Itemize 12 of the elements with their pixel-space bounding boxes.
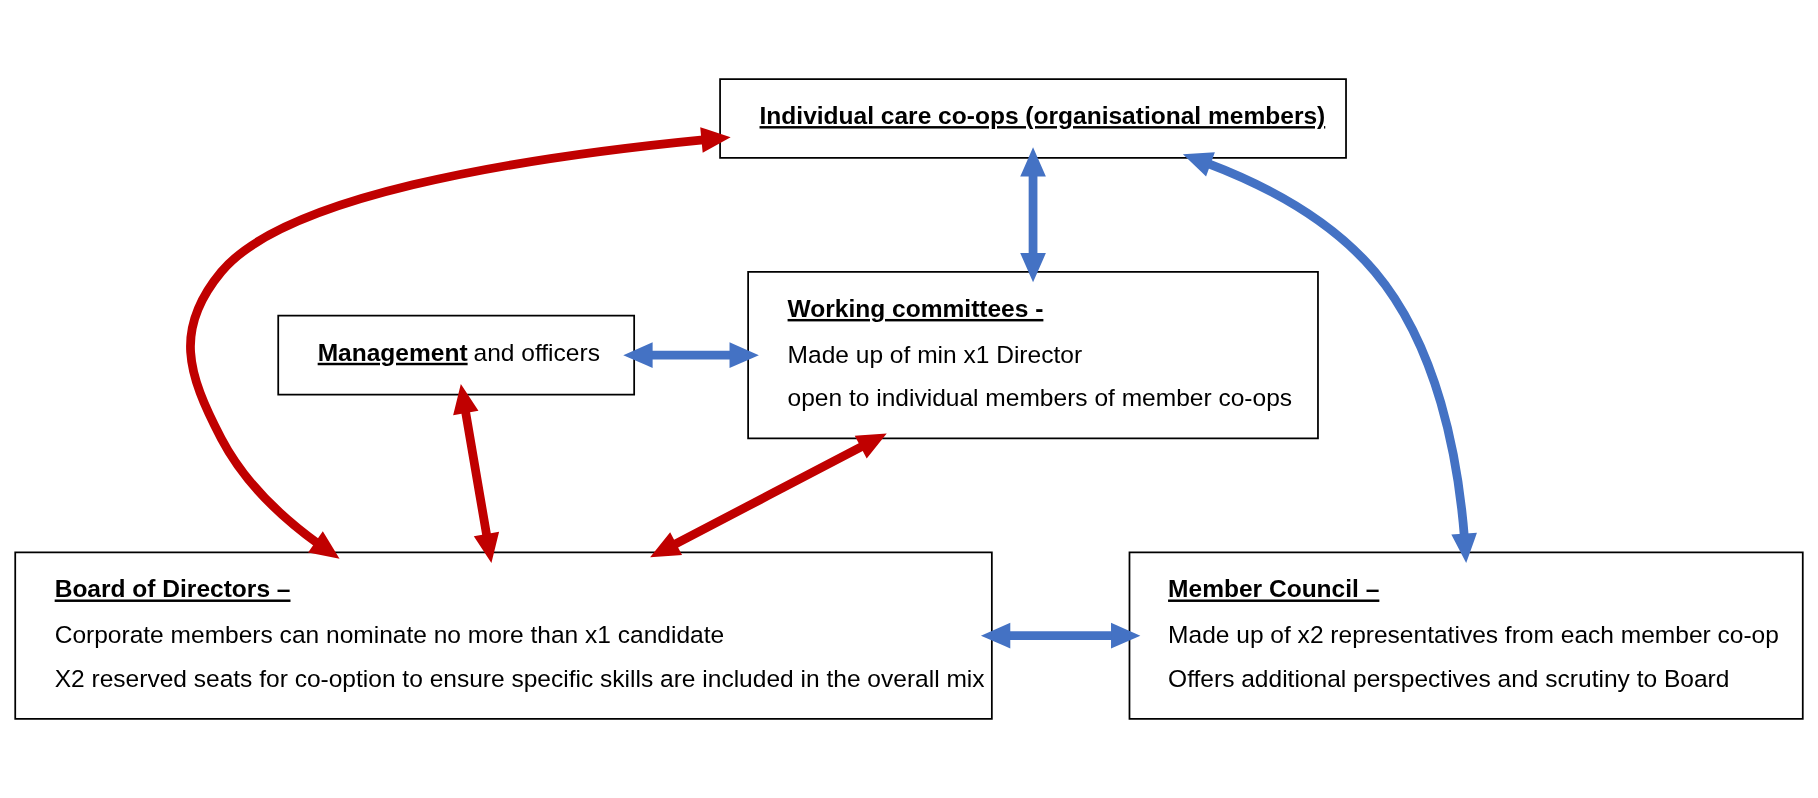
node-box: Management and officers: [277, 314, 636, 396]
arrow: [453, 384, 500, 563]
node-box: Individual care co-ops (organisational members): [719, 78, 1347, 159]
arrow: [1182, 152, 1477, 563]
node-box: Working committees - Made up of min x1 Director open to individual members of member co-ops: [747, 271, 1319, 440]
node-box: Board of Directors – Corporate members can nominate no more than x1 candidate X2 reserved seats for co-option to ensure specific skills are included in the overall mix: [14, 551, 993, 720]
arrow: [186, 127, 731, 559]
arrow: [623, 342, 759, 368]
arrow: [650, 433, 887, 558]
arrow: [1020, 147, 1046, 283]
node-box: Member Council – Made up of x2 representatives from each member co-op Offers additional perspectives and scrutiny to Board: [1128, 551, 1804, 720]
arrow: [980, 622, 1141, 649]
